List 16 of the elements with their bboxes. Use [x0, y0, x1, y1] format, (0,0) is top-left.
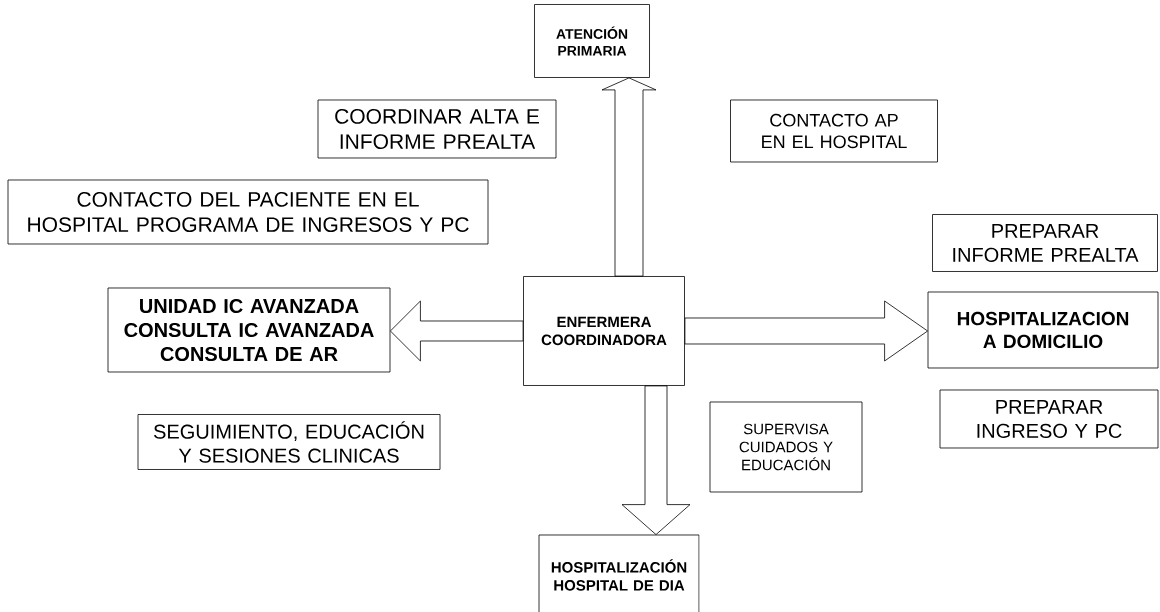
unit-box: ATENCIÓN PRIMARIA: [534, 4, 650, 78]
note-box: PREPARAR INFORME PREALTA: [932, 214, 1158, 272]
block-arrow: [601, 77, 657, 277]
unit-box: UNIDAD IC AVANZADA CONSULTA IC AVANZADA CONSULTA DE AR: [107, 287, 391, 373]
note-box: CONTACTO AP EN EL HOSPITAL: [730, 99, 938, 163]
note-box: CONTACTO DEL PACIENTE EN EL HOSPITAL PROGRAMA DE INGRESOS Y PC: [7, 179, 489, 245]
unit-box: HOSPITALIZACION A DOMICILIO: [927, 291, 1159, 369]
note-box: SEGUIMIENTO, EDUCACIÓN Y SESIONES CLINICAS: [137, 414, 441, 470]
block-arrow: [684, 300, 928, 362]
block-arrow: [390, 300, 524, 362]
note-box: PREPARAR INGRESO Y PC: [939, 389, 1159, 449]
note-box: COORDINAR ALTA E INFORME PREALTA: [317, 99, 557, 159]
block-arrow: [621, 385, 691, 535]
note-box: SUPERVISA CUIDADOS Y EDUCACIÓN: [709, 401, 863, 493]
process-box: ENFERMERA COORDINADORA: [523, 276, 685, 386]
unit-box: HOSPITALIZACIÓN HOSPITAL DE DIA: [538, 534, 700, 612]
